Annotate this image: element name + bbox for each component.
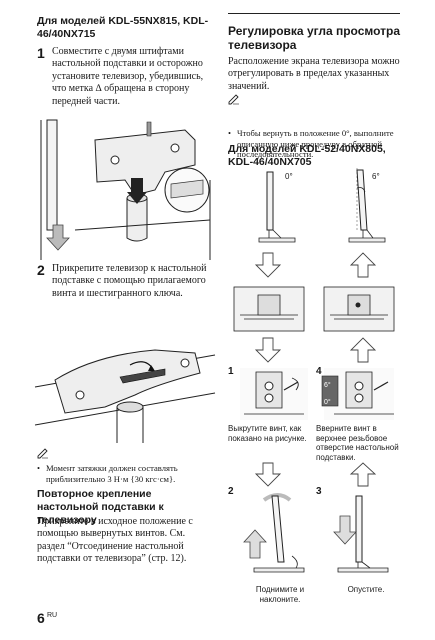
lift-tilt-views bbox=[243, 493, 389, 573]
step-2-text: Прикрепите телевизор к настольной подста… bbox=[52, 263, 207, 299]
page-number: 6 bbox=[37, 610, 45, 626]
angle-heading: Регулировка угла просмотра телевизора bbox=[228, 24, 401, 52]
caption-4: Вверните винт в верхнее резьбовое отверс… bbox=[316, 424, 399, 462]
caption-3: Опустите. bbox=[347, 585, 385, 594]
step-4-label: 4 bbox=[316, 366, 322, 377]
tv-angle-views bbox=[258, 168, 386, 243]
angle-note: Чтобы вернуть в положение 0°, выполните … bbox=[228, 128, 409, 160]
step-1-number: 1 bbox=[37, 45, 45, 61]
angle-6-label: 6° bbox=[372, 172, 380, 181]
angle-0-label: 0° bbox=[285, 172, 293, 181]
step-2-number: 2 bbox=[37, 262, 45, 278]
section-rule bbox=[228, 13, 400, 14]
inset-0-label: 0° bbox=[324, 399, 331, 406]
rear-views bbox=[233, 286, 395, 332]
flow-arrows-3 bbox=[254, 462, 377, 487]
step-3-label: 3 bbox=[316, 486, 322, 497]
step-2-label: 2 bbox=[228, 486, 234, 497]
reattach-text: Прикрепите в исходное положение с помощь… bbox=[37, 516, 193, 565]
flow-arrows-2 bbox=[254, 337, 377, 363]
page-lang: RU bbox=[47, 612, 58, 619]
note-pencil-icon bbox=[37, 448, 49, 459]
flow-arrows-1 bbox=[254, 252, 377, 278]
models-heading-2: Для моделей KDL-52/40NX805, KDL-46/40NX7… bbox=[228, 143, 386, 168]
angle-text: Расположение экрана телевизора можно отр… bbox=[228, 56, 400, 92]
stand-attach-illustration bbox=[40, 119, 211, 260]
screw-detail-views bbox=[240, 368, 394, 420]
caption-2: Поднимите и наклоните. bbox=[255, 585, 305, 604]
step-1-text: Совместите с двумя штифтами настольной п… bbox=[52, 46, 204, 107]
note-pencil-icon bbox=[228, 94, 240, 105]
caption-1: Выкрутите винт, как показано на рисунке. bbox=[228, 424, 307, 443]
step-1-label: 1 bbox=[228, 366, 234, 377]
reattach-heading: Повторное крепление настольной подставки… bbox=[37, 488, 164, 526]
inset-6-label: 6° bbox=[324, 382, 331, 389]
torque-note: Момент затяжки должен составлять приблиз… bbox=[37, 463, 221, 484]
hex-key-illustration bbox=[34, 349, 216, 443]
models-heading-1: Для моделей KDL-55NX815, KDL-46/40NX715 bbox=[37, 15, 209, 40]
